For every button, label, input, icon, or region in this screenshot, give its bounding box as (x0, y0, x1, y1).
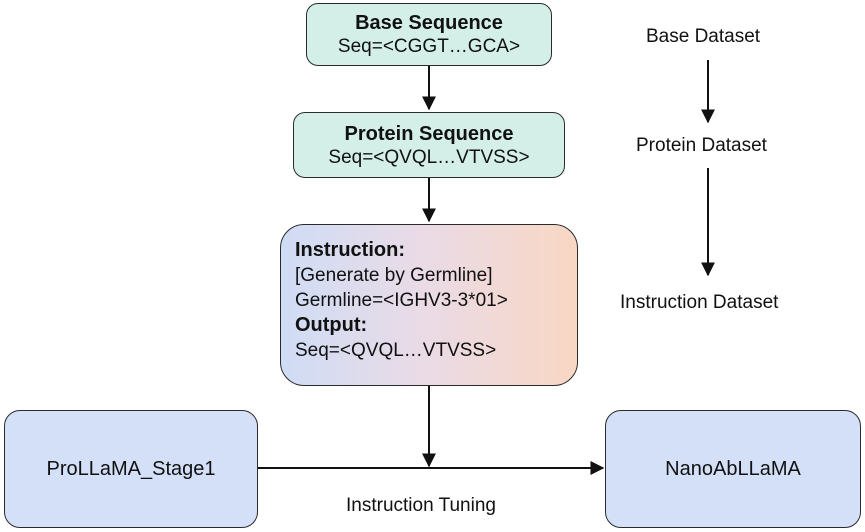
nanoabllama-label: NanoAbLLaMA (665, 458, 801, 480)
output-sequence: Seq=<QVQL…VTVSS> (295, 340, 497, 361)
base-sequence-title: Base Sequence (355, 12, 503, 34)
instruction-line-1: [Generate by Germline] (295, 265, 493, 286)
base-sequence-box: Base Sequence Seq=<CGGT…GCA> (306, 3, 552, 66)
instruction-label: Instruction: (295, 239, 405, 261)
base-sequence-value: Seq=<CGGT…GCA> (337, 36, 521, 57)
instruction-dataset-label: Instruction Dataset (620, 292, 779, 313)
protein-sequence-box: Protein Sequence Seq=<QVQL…VTVSS> (293, 112, 565, 178)
base-dataset-label: Base Dataset (646, 26, 761, 47)
prollama-stage1-label: ProLLaMA_Stage1 (46, 458, 216, 480)
instruction-box: Instruction: [Generate by Germline] Germ… (280, 224, 578, 386)
protein-sequence-title: Protein Sequence (344, 122, 514, 145)
instruction-line-2: Germline=<IGHV3-3*01> (295, 290, 508, 311)
instruction-tuning-label: Instruction Tuning (346, 495, 496, 516)
nanoabllama-box: NanoAbLLaMA (605, 410, 861, 528)
prollama-stage1-box: ProLLaMA_Stage1 (4, 410, 258, 528)
output-label: Output: (295, 314, 368, 336)
protein-sequence-value: Seq=<QVQL…VTVSS> (328, 146, 530, 168)
protein-dataset-label: Protein Dataset (636, 135, 767, 156)
